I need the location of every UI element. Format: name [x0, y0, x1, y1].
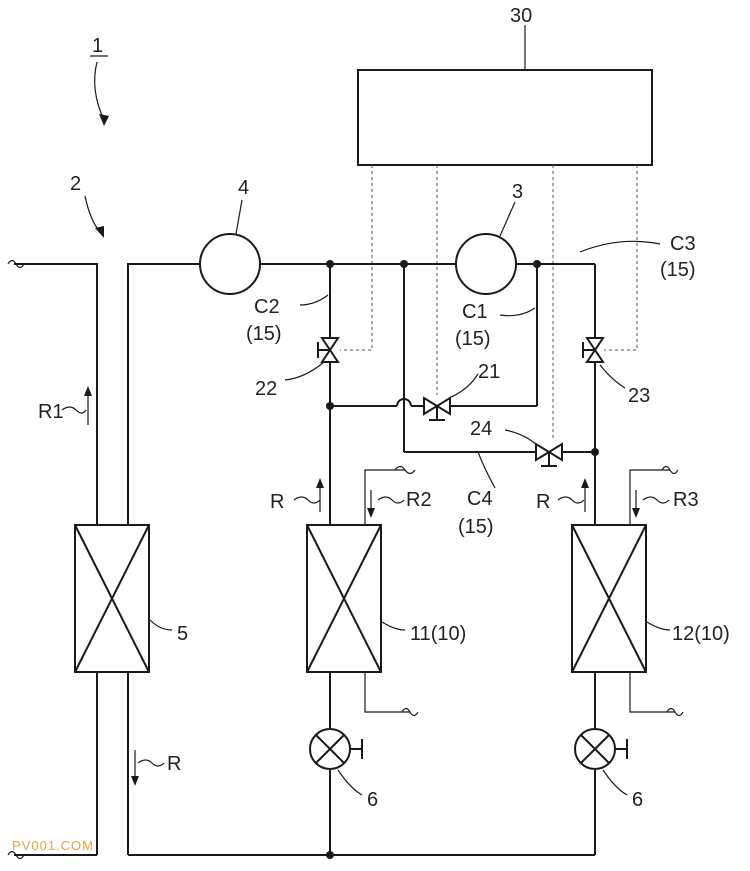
hx12-label: 12(10): [672, 623, 730, 645]
r-mid-label: R: [270, 491, 284, 513]
c4-sub-label: (15): [458, 516, 494, 538]
r1-label: R1: [38, 401, 64, 423]
r-mid-wave: [293, 496, 321, 504]
pump-3: [455, 233, 517, 295]
valve-6-right: [574, 728, 628, 770]
system-label: 1: [92, 35, 103, 57]
r1-wave: [61, 406, 87, 414]
r-mid-arrowhead: [316, 478, 324, 488]
c1-sub-label: (15): [455, 328, 491, 350]
c3-label: C3: [670, 233, 696, 255]
system-arrow: [94, 61, 105, 121]
c2-leader: [299, 294, 329, 306]
r-left-wave: [137, 759, 165, 767]
main-duct: [7, 259, 200, 860]
r3-line: [629, 465, 679, 525]
c4-pipe: [403, 264, 595, 453]
valve23-label: 23: [628, 385, 650, 407]
valve-23: [582, 337, 605, 363]
watermark: PV001.COM: [12, 838, 94, 853]
c1-label: C1: [462, 301, 488, 323]
valve23-leader: [599, 364, 626, 389]
valve22-label: 22: [255, 378, 277, 400]
valve-6-left: [309, 728, 363, 770]
hx5-label: 5: [177, 623, 188, 645]
c2-sub-label: (15): [246, 323, 282, 345]
valve24-leader: [504, 429, 539, 447]
r1-arrowhead: [84, 386, 92, 396]
r-right-label: R: [536, 491, 550, 513]
valve6-left-leader: [337, 769, 363, 796]
hx12-leader: [646, 621, 671, 631]
hx11-outlet: [364, 672, 419, 717]
r-left-arrowhead: [131, 776, 139, 786]
system-arrowhead: [99, 114, 109, 126]
valve6-right-label: 6: [632, 789, 643, 811]
hx12-outlet: [629, 672, 684, 717]
valve-21: [423, 396, 451, 421]
c2-label: C2: [254, 296, 280, 318]
valve21-label: 21: [478, 361, 500, 383]
pump4-label: 4: [238, 177, 249, 199]
r-right-wave: [557, 496, 585, 504]
c3-sub-label: (15): [660, 259, 696, 281]
r-right-arrowhead: [581, 478, 589, 488]
r3-label: R3: [673, 489, 699, 511]
hx11-leader: [381, 621, 406, 631]
hx11-label: 11(10): [410, 623, 466, 645]
valve-22: [317, 337, 340, 363]
heat-exchanger-12: [571, 524, 647, 673]
hx5-leader: [149, 619, 173, 631]
flow-path-arrow: [84, 195, 101, 233]
valve22-leader: [284, 361, 325, 381]
pump3-label: 3: [512, 181, 523, 203]
control-signal-lines: [340, 165, 638, 440]
flow-path-label: 2: [70, 173, 81, 195]
pump4-leader: [235, 199, 243, 235]
valve6-right-leader: [602, 769, 628, 796]
heat-exchanger-5: [74, 524, 150, 673]
valve6-left-label: 6: [367, 789, 378, 811]
valve-24: [535, 442, 563, 467]
valve24-label: 24: [470, 418, 492, 440]
flow-path-arrowhead: [95, 226, 104, 238]
valve21-leader: [448, 373, 479, 399]
c3-leader: [579, 240, 661, 253]
r-left-label: R: [167, 753, 181, 775]
c1-leader: [499, 307, 536, 317]
controller-label: 30: [510, 5, 532, 27]
pump3-leader: [499, 201, 516, 237]
heat-exchanger-11: [306, 524, 382, 673]
r2-label: R2: [406, 489, 432, 511]
r2-line: [364, 465, 416, 525]
c4-label: C4: [467, 488, 493, 510]
pump-4: [199, 233, 261, 295]
controller-box: [357, 69, 653, 166]
c4-leader: [477, 451, 496, 489]
